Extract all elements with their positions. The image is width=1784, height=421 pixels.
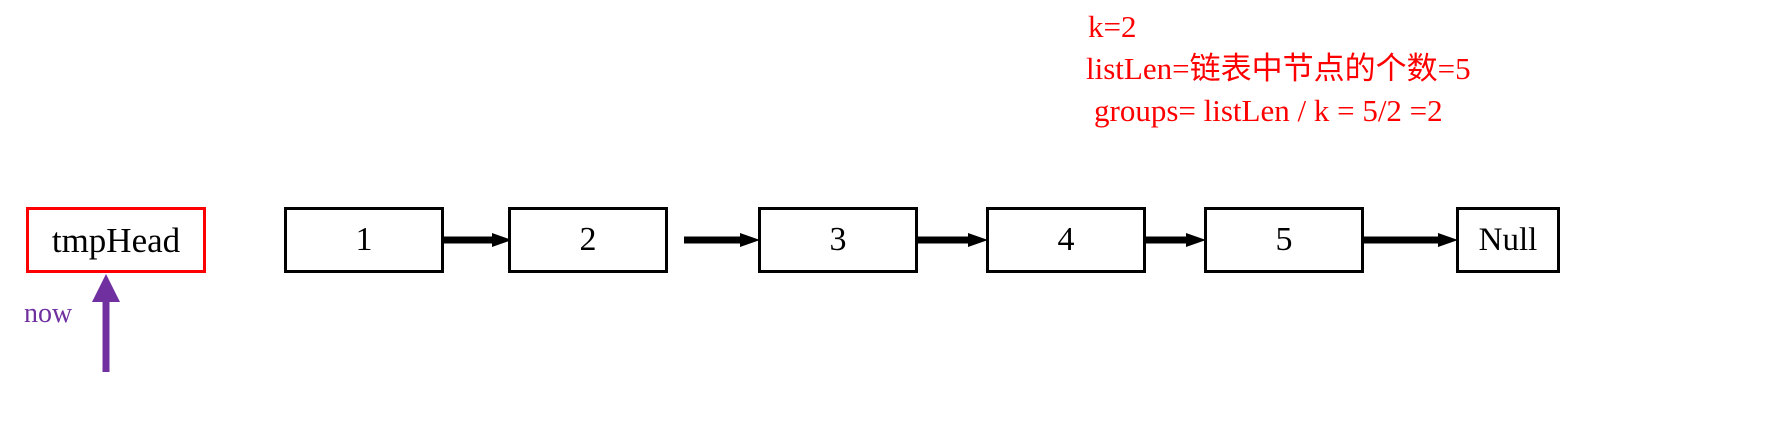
list-node-2: 2 — [508, 207, 668, 273]
list-node-null: Null — [1456, 207, 1560, 273]
tmphead-box: tmpHead — [26, 207, 206, 273]
list-node-value: 1 — [355, 221, 373, 258]
list-node-value: Null — [1478, 221, 1538, 258]
list-node-value: 3 — [829, 221, 847, 258]
now-pointer-arrow-icon — [86, 272, 126, 372]
list-node-1: 1 — [284, 207, 444, 273]
list-arrow-3-to-4 — [918, 232, 988, 248]
list-arrow-5-to-null — [1364, 232, 1458, 248]
list-node-value: 2 — [579, 221, 597, 258]
annotation-line-groups: groups= listLen / k = 5/2 =2 — [1094, 93, 1443, 128]
annotation-block: k=2 listLen=链表中节点的个数=5 groups= listLen /… — [1086, 6, 1586, 132]
list-node-5: 5 — [1204, 207, 1364, 273]
annotation-line-k: k=2 — [1088, 9, 1137, 44]
list-node-3: 3 — [758, 207, 918, 273]
list-arrow-4-to-5 — [1146, 232, 1206, 248]
list-node-4: 4 — [986, 207, 1146, 273]
annotation-line-listlen: listLen=链表中节点的个数=5 — [1086, 51, 1471, 86]
list-arrow-1-to-2 — [444, 232, 512, 248]
list-node-value: 5 — [1275, 221, 1293, 258]
list-arrow-2-to-3 — [684, 232, 760, 248]
now-pointer-label: now — [24, 298, 73, 329]
tmphead-label: tmpHead — [51, 220, 181, 260]
list-node-value: 4 — [1057, 221, 1075, 258]
